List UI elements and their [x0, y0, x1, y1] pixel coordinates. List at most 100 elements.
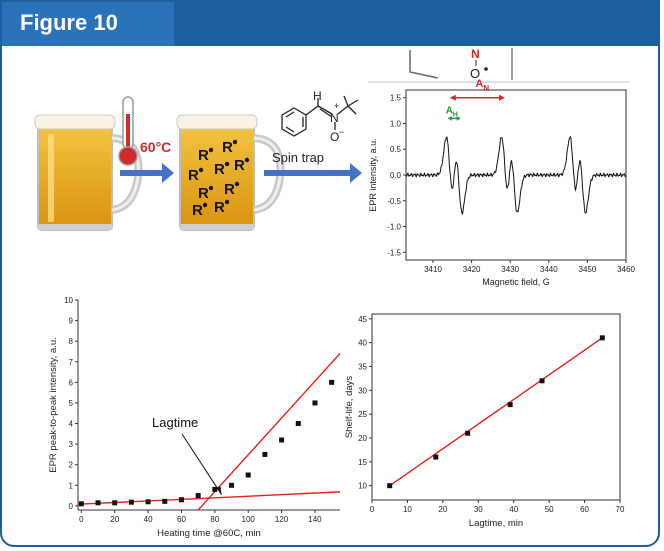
ah-label: A: [446, 105, 453, 116]
radical-label: R: [224, 181, 235, 198]
radical-label: R: [198, 185, 209, 202]
snippet-o: O: [470, 66, 480, 81]
y-tick-label: 8: [69, 337, 74, 346]
data-point: [95, 500, 101, 506]
lagtime-arrow-line: [181, 433, 222, 495]
data-point: [195, 493, 201, 499]
y-tick-label: 10: [64, 296, 73, 305]
radical-dot: [232, 139, 238, 145]
lagtime-annotation: Lagtime: [152, 415, 198, 430]
spin-trap-arrow: [264, 163, 362, 183]
data-point: [599, 335, 605, 341]
x-tick-label: 60: [580, 505, 589, 514]
radical-label: R: [214, 199, 225, 216]
data-point: [212, 486, 218, 492]
y-tick-label: 1: [69, 481, 74, 490]
y-tick-label: 9: [69, 317, 74, 326]
y-tick-label: 0: [69, 502, 74, 511]
x-tick-label: 40: [509, 505, 518, 514]
data-point: [279, 437, 285, 443]
figure-header: Figure 10: [2, 2, 658, 46]
y-tick-label: 6: [69, 378, 74, 387]
x-tick-label: 3440: [540, 265, 558, 274]
x-tick-label: 120: [275, 515, 289, 524]
x-tick-label: 20: [438, 505, 447, 514]
an-label: A: [475, 78, 483, 90]
radical-dot: [224, 199, 230, 205]
y-tick-label: -0.5: [387, 197, 401, 206]
x-tick-label: 20: [110, 515, 119, 524]
nitroxide-snippet: [368, 48, 630, 83]
radical-label: R: [192, 202, 203, 219]
data-point: [507, 402, 513, 408]
y-tick-label: -1.0: [387, 223, 401, 232]
data-point: [245, 472, 251, 478]
data-point: [78, 501, 84, 507]
radical-dot: [208, 147, 214, 153]
y-tick-label: 1.0: [390, 119, 402, 128]
thermometer-icon: [118, 96, 138, 166]
radical-dot: [224, 161, 230, 167]
y-tick-label: 5: [69, 399, 74, 408]
y-tick-label: -1.5: [387, 248, 401, 257]
y-tick-label: 7: [69, 358, 74, 367]
plot-frame: [371, 313, 621, 501]
x-tick-label: 100: [242, 515, 256, 524]
ah-arrow-head-right: [456, 115, 461, 121]
temperature-label: 60°C: [140, 139, 171, 155]
molecule-plus: +: [334, 101, 339, 111]
radical-label: R: [222, 139, 233, 156]
data-point: [112, 500, 118, 506]
y-tick-label: 35: [358, 362, 367, 371]
data-point: [465, 430, 471, 436]
fit-line: [197, 353, 341, 511]
y-tick-label: 10: [358, 482, 367, 491]
x-tick-label: 40: [144, 515, 153, 524]
molecule-n: N: [330, 111, 339, 125]
fit-line: [389, 337, 603, 487]
x-tick-label: 30: [474, 505, 483, 514]
y-tick-label: 0.5: [390, 145, 402, 154]
an-arrow-head-right: [499, 94, 505, 101]
data-point: [128, 499, 134, 505]
data-point: [178, 497, 184, 503]
plot-frame: [405, 89, 627, 261]
molecule-minus: −: [339, 127, 344, 137]
radical-dot: [234, 181, 240, 187]
an-arrow-head-left: [449, 94, 456, 101]
data-point: [162, 498, 168, 504]
ah-label-sub: H: [453, 111, 458, 118]
y-tick-label: 45: [358, 315, 367, 324]
epr-spectrum-line: [405, 136, 627, 215]
data-point: [145, 499, 151, 505]
x-tick-label: 70: [616, 505, 625, 514]
ah-arrow-head-left: [447, 115, 452, 121]
x-axis-label: Lagtime, min: [469, 518, 523, 529]
radical-dot: [208, 185, 214, 191]
y-tick-label: 4: [69, 420, 74, 429]
radical-dot: [244, 157, 250, 163]
heating-arrow: [120, 163, 174, 183]
data-point: [312, 400, 318, 406]
spin-trap-molecule-icon: [281, 95, 359, 137]
y-tick-label: 30: [358, 386, 367, 395]
y-tick-label: 0.0: [390, 171, 402, 180]
molecule-o: O: [330, 130, 339, 144]
data-point: [433, 454, 439, 460]
data-point: [387, 483, 393, 489]
data-point: [229, 482, 235, 488]
y-tick-label: 20: [358, 434, 367, 443]
radical-dot: [198, 167, 204, 173]
beer-mug-radicals-icon: [176, 114, 285, 231]
snippet-n: N: [471, 47, 480, 61]
spin-trap-label: Spin trap: [272, 150, 324, 165]
x-tick-label: 50: [545, 505, 554, 514]
radical-label: R: [214, 161, 225, 178]
x-tick-label: 60: [177, 515, 186, 524]
y-axis-label: Shelf-life, days: [344, 376, 355, 439]
lagtime-arrow-head: [216, 486, 222, 495]
data-point: [295, 421, 301, 427]
